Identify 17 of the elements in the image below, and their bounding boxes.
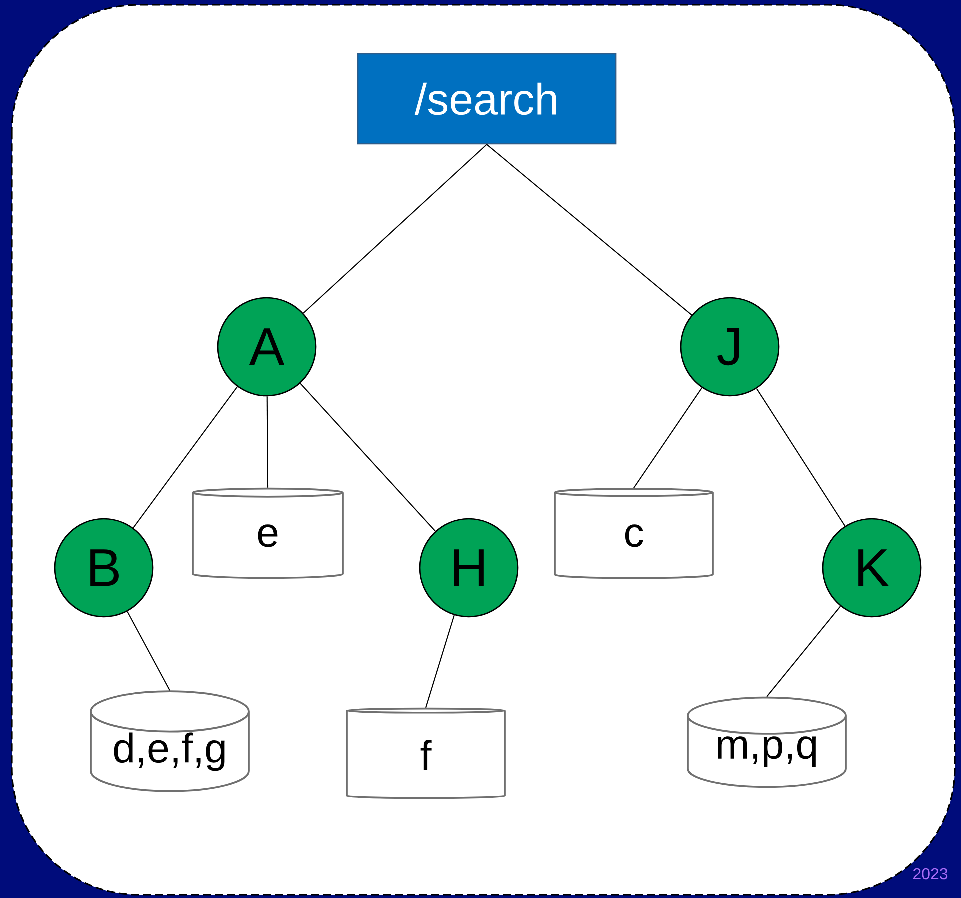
connector-line [756, 388, 846, 526]
connector-line [300, 383, 436, 532]
year-text: 2023 [914, 868, 948, 880]
connector-line [426, 615, 455, 708]
connector-line [133, 386, 238, 528]
database-cylinder: m,p,q [687, 696, 847, 788]
connector-line [266, 396, 269, 488]
connector-line [303, 144, 488, 314]
title-box: /search [357, 53, 617, 145]
database-cylinder: f [346, 708, 506, 800]
database-cylinder: e [192, 488, 344, 580]
database-cylinder: d,e,f,g [90, 690, 250, 792]
database-cylinder: c [554, 488, 714, 580]
connector-line [634, 388, 703, 488]
connector-line [486, 144, 692, 316]
connector-line [127, 611, 170, 691]
connector-line [766, 606, 842, 698]
